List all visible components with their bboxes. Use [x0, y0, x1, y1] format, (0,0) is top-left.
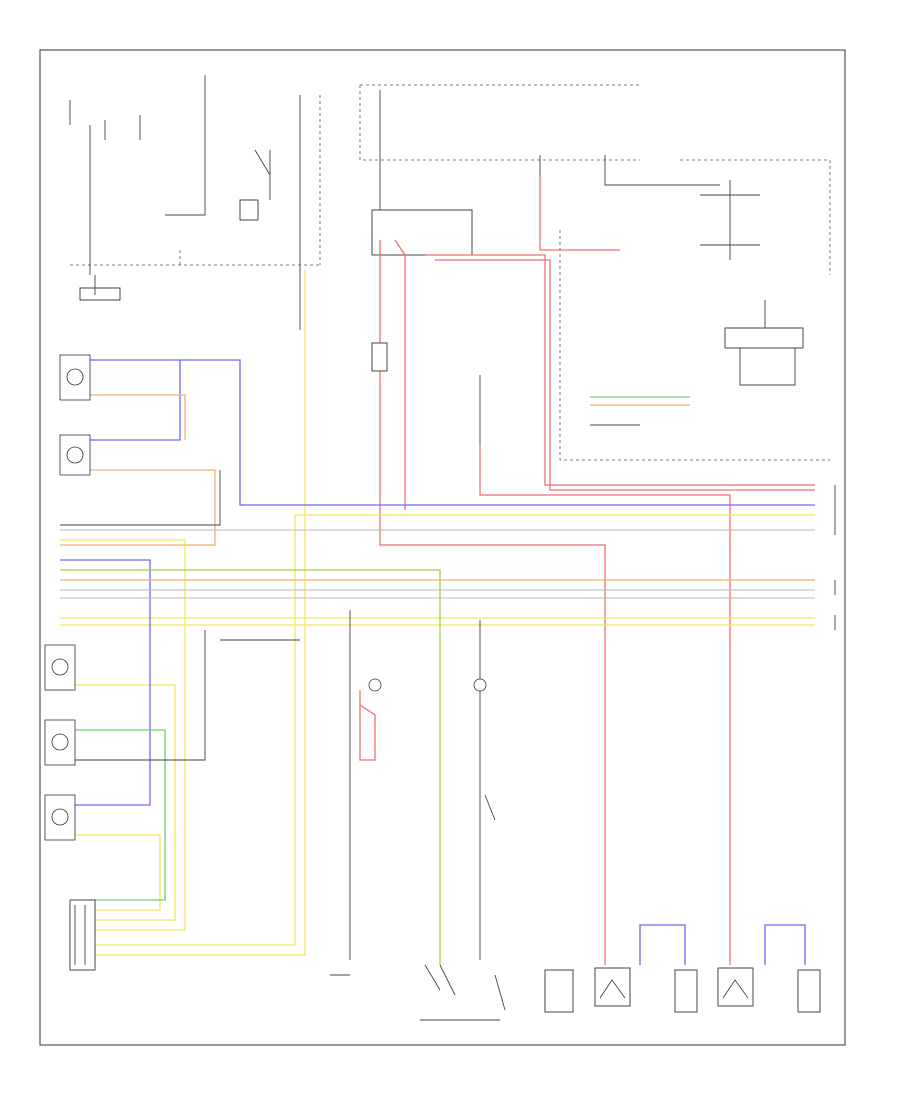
instrument-cluster [559, 180, 830, 461]
fuse-box [359, 84, 831, 275]
fuse-switch-block [69, 75, 321, 330]
yellow-wires [60, 270, 815, 956]
center-connectors [368, 342, 506, 1021]
red-wires [359, 175, 815, 965]
diagram-frame [39, 49, 846, 1046]
joint-connector-block [69, 899, 96, 971]
bottom-components [330, 967, 821, 1013]
left-lamps [44, 354, 91, 841]
blue-wires [60, 359, 815, 965]
other-wires [60, 394, 815, 965]
